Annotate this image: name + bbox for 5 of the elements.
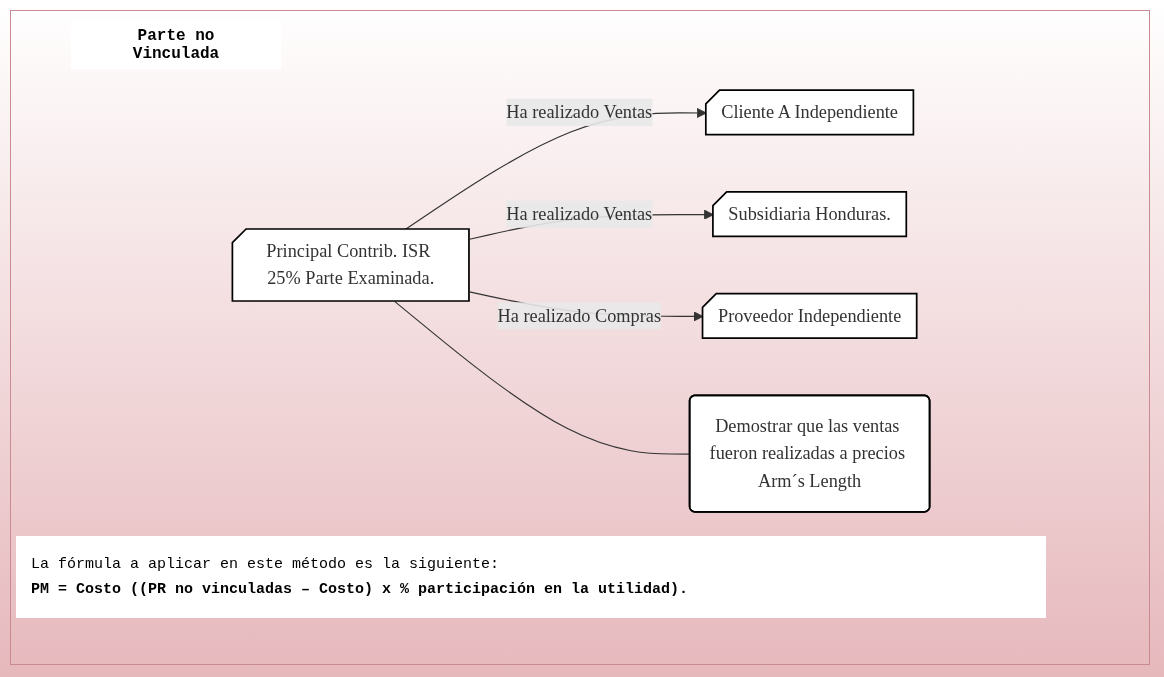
edge-label: Ha realizado Compras (497, 305, 662, 325)
note-text: La fórmula a aplicar en este método es la siguiente: (31, 556, 501, 573)
edge-label: Ha realizado Ventas (506, 102, 653, 122)
formula-text: PM = Costo ((PR no vinculadas – Costo) x % participación en la utilidad). (31, 581, 690, 598)
edge-label: Ha realizado Ventas (506, 203, 653, 224)
